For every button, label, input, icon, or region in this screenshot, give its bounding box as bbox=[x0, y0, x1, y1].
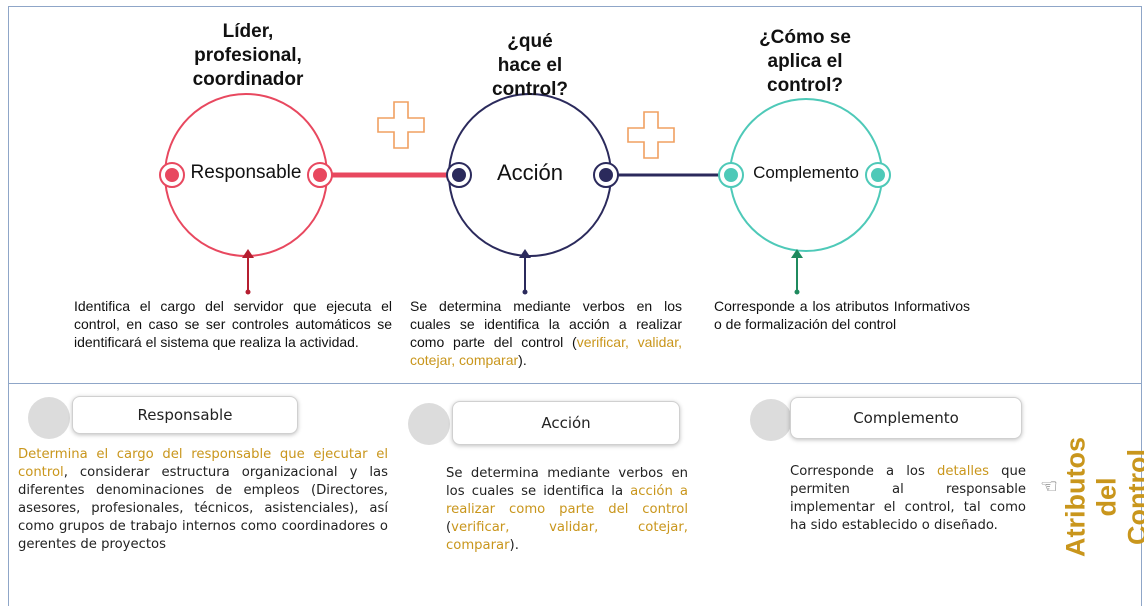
card-bullet-responsable bbox=[28, 397, 70, 439]
card-text-accion: Se determina mediante verbos en los cual… bbox=[446, 465, 688, 555]
card-title-complemento: Complemento bbox=[790, 397, 1022, 439]
description-accion-end: ). bbox=[518, 352, 527, 368]
card-text-accion-c: ). bbox=[510, 538, 519, 553]
card-bullet-complemento bbox=[750, 399, 792, 441]
description-complemento: Corresponde a los atributos Informativos… bbox=[714, 297, 970, 333]
description-responsable: Identifica el cargo del servidor que eje… bbox=[74, 297, 392, 351]
plus-icon bbox=[628, 112, 674, 158]
question-responsable: Líder, profesional, coordinador bbox=[168, 20, 328, 92]
description-accion: Se determina mediante verbos en los cual… bbox=[410, 297, 682, 369]
card-text-complemento: Corresponde a los detalles que permiten … bbox=[790, 463, 1026, 535]
pointing-hand-icon: ☜ bbox=[1040, 474, 1058, 499]
arrow-up-icon bbox=[242, 249, 254, 295]
side-title: Atributos del Control bbox=[1068, 402, 1144, 592]
question-complemento: ¿Cómo se aplica el control? bbox=[740, 26, 870, 98]
card-text-accion-highlight-b: verificar, validar, cotejar, comparar bbox=[446, 520, 688, 553]
arrow-up-icon bbox=[519, 249, 531, 295]
plus-icon bbox=[378, 102, 424, 148]
card-text-responsable-body: , considerar estructura organizacional y… bbox=[18, 465, 388, 552]
circle-label-accion: Acción bbox=[470, 160, 590, 186]
arrow-up-icon bbox=[791, 249, 803, 295]
accion-right-node bbox=[594, 163, 618, 187]
card-bullet-accion bbox=[408, 403, 450, 445]
accion-left-node bbox=[447, 163, 471, 187]
question-accion: ¿qué hace el control? bbox=[470, 30, 590, 102]
card-title-responsable: Responsable bbox=[72, 396, 298, 434]
side-title-text: Atributos del Control bbox=[1061, 437, 1144, 557]
circle-label-complemento: Complemento bbox=[738, 163, 874, 183]
card-text-complemento-a: Corresponde a los bbox=[790, 464, 937, 479]
card-text-complemento-highlight: detalles bbox=[937, 464, 989, 479]
card-title-accion: Acción bbox=[452, 401, 680, 445]
circle-label-responsable: Responsable bbox=[176, 162, 316, 184]
card-text-responsable: Determina el cargo del responsable que e… bbox=[18, 446, 388, 554]
